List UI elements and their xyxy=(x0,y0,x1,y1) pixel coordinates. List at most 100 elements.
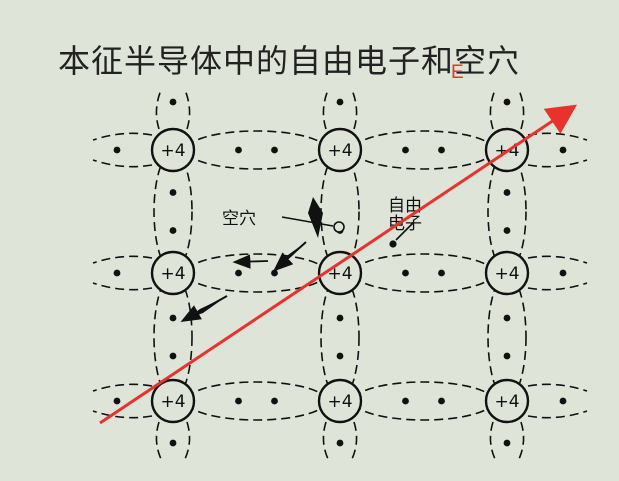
covalent-bond-edge xyxy=(518,421,525,460)
free-electron-annotation: 自由 电子 xyxy=(388,196,422,248)
hole-annotation: 空穴 xyxy=(222,197,345,238)
valence-electron xyxy=(169,189,177,196)
atom-charge-label: +4 xyxy=(327,141,352,161)
covalent-bond-edge xyxy=(527,255,588,264)
atom-circle xyxy=(150,250,196,296)
covalent-bond-edge xyxy=(92,159,153,168)
valence-electron xyxy=(402,269,409,277)
valence-electron xyxy=(559,269,567,277)
valence-electron xyxy=(113,397,121,405)
free-electron-pointer xyxy=(395,221,415,241)
valence-electron xyxy=(503,98,511,106)
free-electron-dot xyxy=(389,240,397,248)
covalent-bond xyxy=(185,381,328,421)
covalent-bond-edge xyxy=(527,282,588,291)
free-electron-label-bottom: 电子 xyxy=(388,214,422,234)
atom-core: +4 xyxy=(150,250,196,296)
covalent-bond-edge xyxy=(527,383,588,392)
atom-core: +4 xyxy=(317,250,363,296)
valence-electron xyxy=(169,98,177,106)
atom-circle xyxy=(484,250,530,296)
atom-circle xyxy=(150,378,196,424)
atom-core: +4 xyxy=(150,378,196,424)
covalent-bond-edge xyxy=(92,282,153,291)
atom-core: +4 xyxy=(150,127,196,173)
atom-charge-label: +4 xyxy=(494,264,519,284)
atom-core: +4 xyxy=(317,127,363,173)
atom-core: +4 xyxy=(484,378,530,424)
covalent-bond-edge xyxy=(351,89,358,130)
atom-circle xyxy=(317,127,363,173)
valence-electron xyxy=(169,439,177,447)
atom-cores: +4+4+4+4+4+4+4+4+4 xyxy=(150,127,530,424)
covalent-bond-edge xyxy=(184,89,191,130)
valence-electron xyxy=(271,269,278,277)
atom-circle xyxy=(317,250,363,296)
atom-circle xyxy=(317,378,363,424)
covalent-bond-edge xyxy=(489,89,496,130)
valence-electron xyxy=(503,352,511,360)
valence-electron xyxy=(336,439,344,447)
covalent-bond xyxy=(352,130,495,170)
hole-jump-arrow xyxy=(308,197,323,238)
valence-electron xyxy=(169,352,177,360)
drift-arrow-2 xyxy=(232,254,269,269)
electric-field-label: E xyxy=(451,62,464,83)
free-electron-label-top: 自由 xyxy=(388,196,422,216)
atom-charge-label: +4 xyxy=(160,392,185,412)
covalent-bond-edge xyxy=(518,89,525,130)
valence-electron xyxy=(169,314,177,322)
valence-electron xyxy=(235,269,242,277)
covalent-bond xyxy=(352,253,495,293)
electron-drift-arrows xyxy=(180,241,307,322)
atom-charge-label: +4 xyxy=(327,264,352,284)
valence-electron xyxy=(559,397,567,405)
valence-electron xyxy=(235,146,242,154)
valence-electron xyxy=(336,98,344,106)
covalent-bond-edge xyxy=(322,421,329,460)
atom-charge-label: +4 xyxy=(160,141,185,161)
atom-core: +4 xyxy=(317,378,363,424)
covalent-bond-edge xyxy=(92,383,153,392)
valence-electron xyxy=(113,269,121,277)
atom-circle xyxy=(150,127,196,173)
atom-charge-label: +4 xyxy=(494,392,519,412)
hole-marker xyxy=(333,221,345,233)
covalent-bond-edge xyxy=(351,421,358,460)
covalent-bond-edge xyxy=(92,410,153,419)
atom-core: +4 xyxy=(484,250,530,296)
covalent-bond-edge xyxy=(322,89,329,130)
covalent-bond xyxy=(185,130,328,170)
valence-electron xyxy=(438,397,445,405)
covalent-bond-edge xyxy=(527,410,588,419)
diagram-title: 本征半导体中的自由电子和空穴 xyxy=(58,42,521,80)
covalent-bond-edge xyxy=(184,421,191,460)
covalent-bond-edge xyxy=(489,421,496,460)
atom-charge-label: +4 xyxy=(327,392,352,412)
covalent-bond-edge xyxy=(527,132,588,141)
valence-electron xyxy=(503,439,511,447)
valence-electron xyxy=(336,314,344,322)
covalent-bond-edge xyxy=(527,159,588,168)
valence-electron xyxy=(503,227,511,234)
valence-electron xyxy=(402,146,409,154)
hole-pointer-line xyxy=(281,216,334,227)
covalent-bond-edge xyxy=(92,255,153,264)
valence-electron xyxy=(503,314,511,322)
valence-electron xyxy=(113,146,121,154)
valence-electron xyxy=(235,397,242,405)
electric-field-arrow xyxy=(99,104,577,425)
valence-electron xyxy=(169,227,177,234)
valence-electron xyxy=(402,397,409,405)
valence-electron xyxy=(336,352,344,360)
valence-electron xyxy=(271,397,278,405)
valence-electron xyxy=(559,146,567,154)
atom-circle xyxy=(484,378,530,424)
covalent-bond-edge xyxy=(92,132,153,141)
drift-arrow-1-shaft xyxy=(273,241,307,272)
covalent-bond-edge xyxy=(155,89,162,130)
valence-electron xyxy=(503,189,511,196)
valence-electron xyxy=(438,269,445,277)
